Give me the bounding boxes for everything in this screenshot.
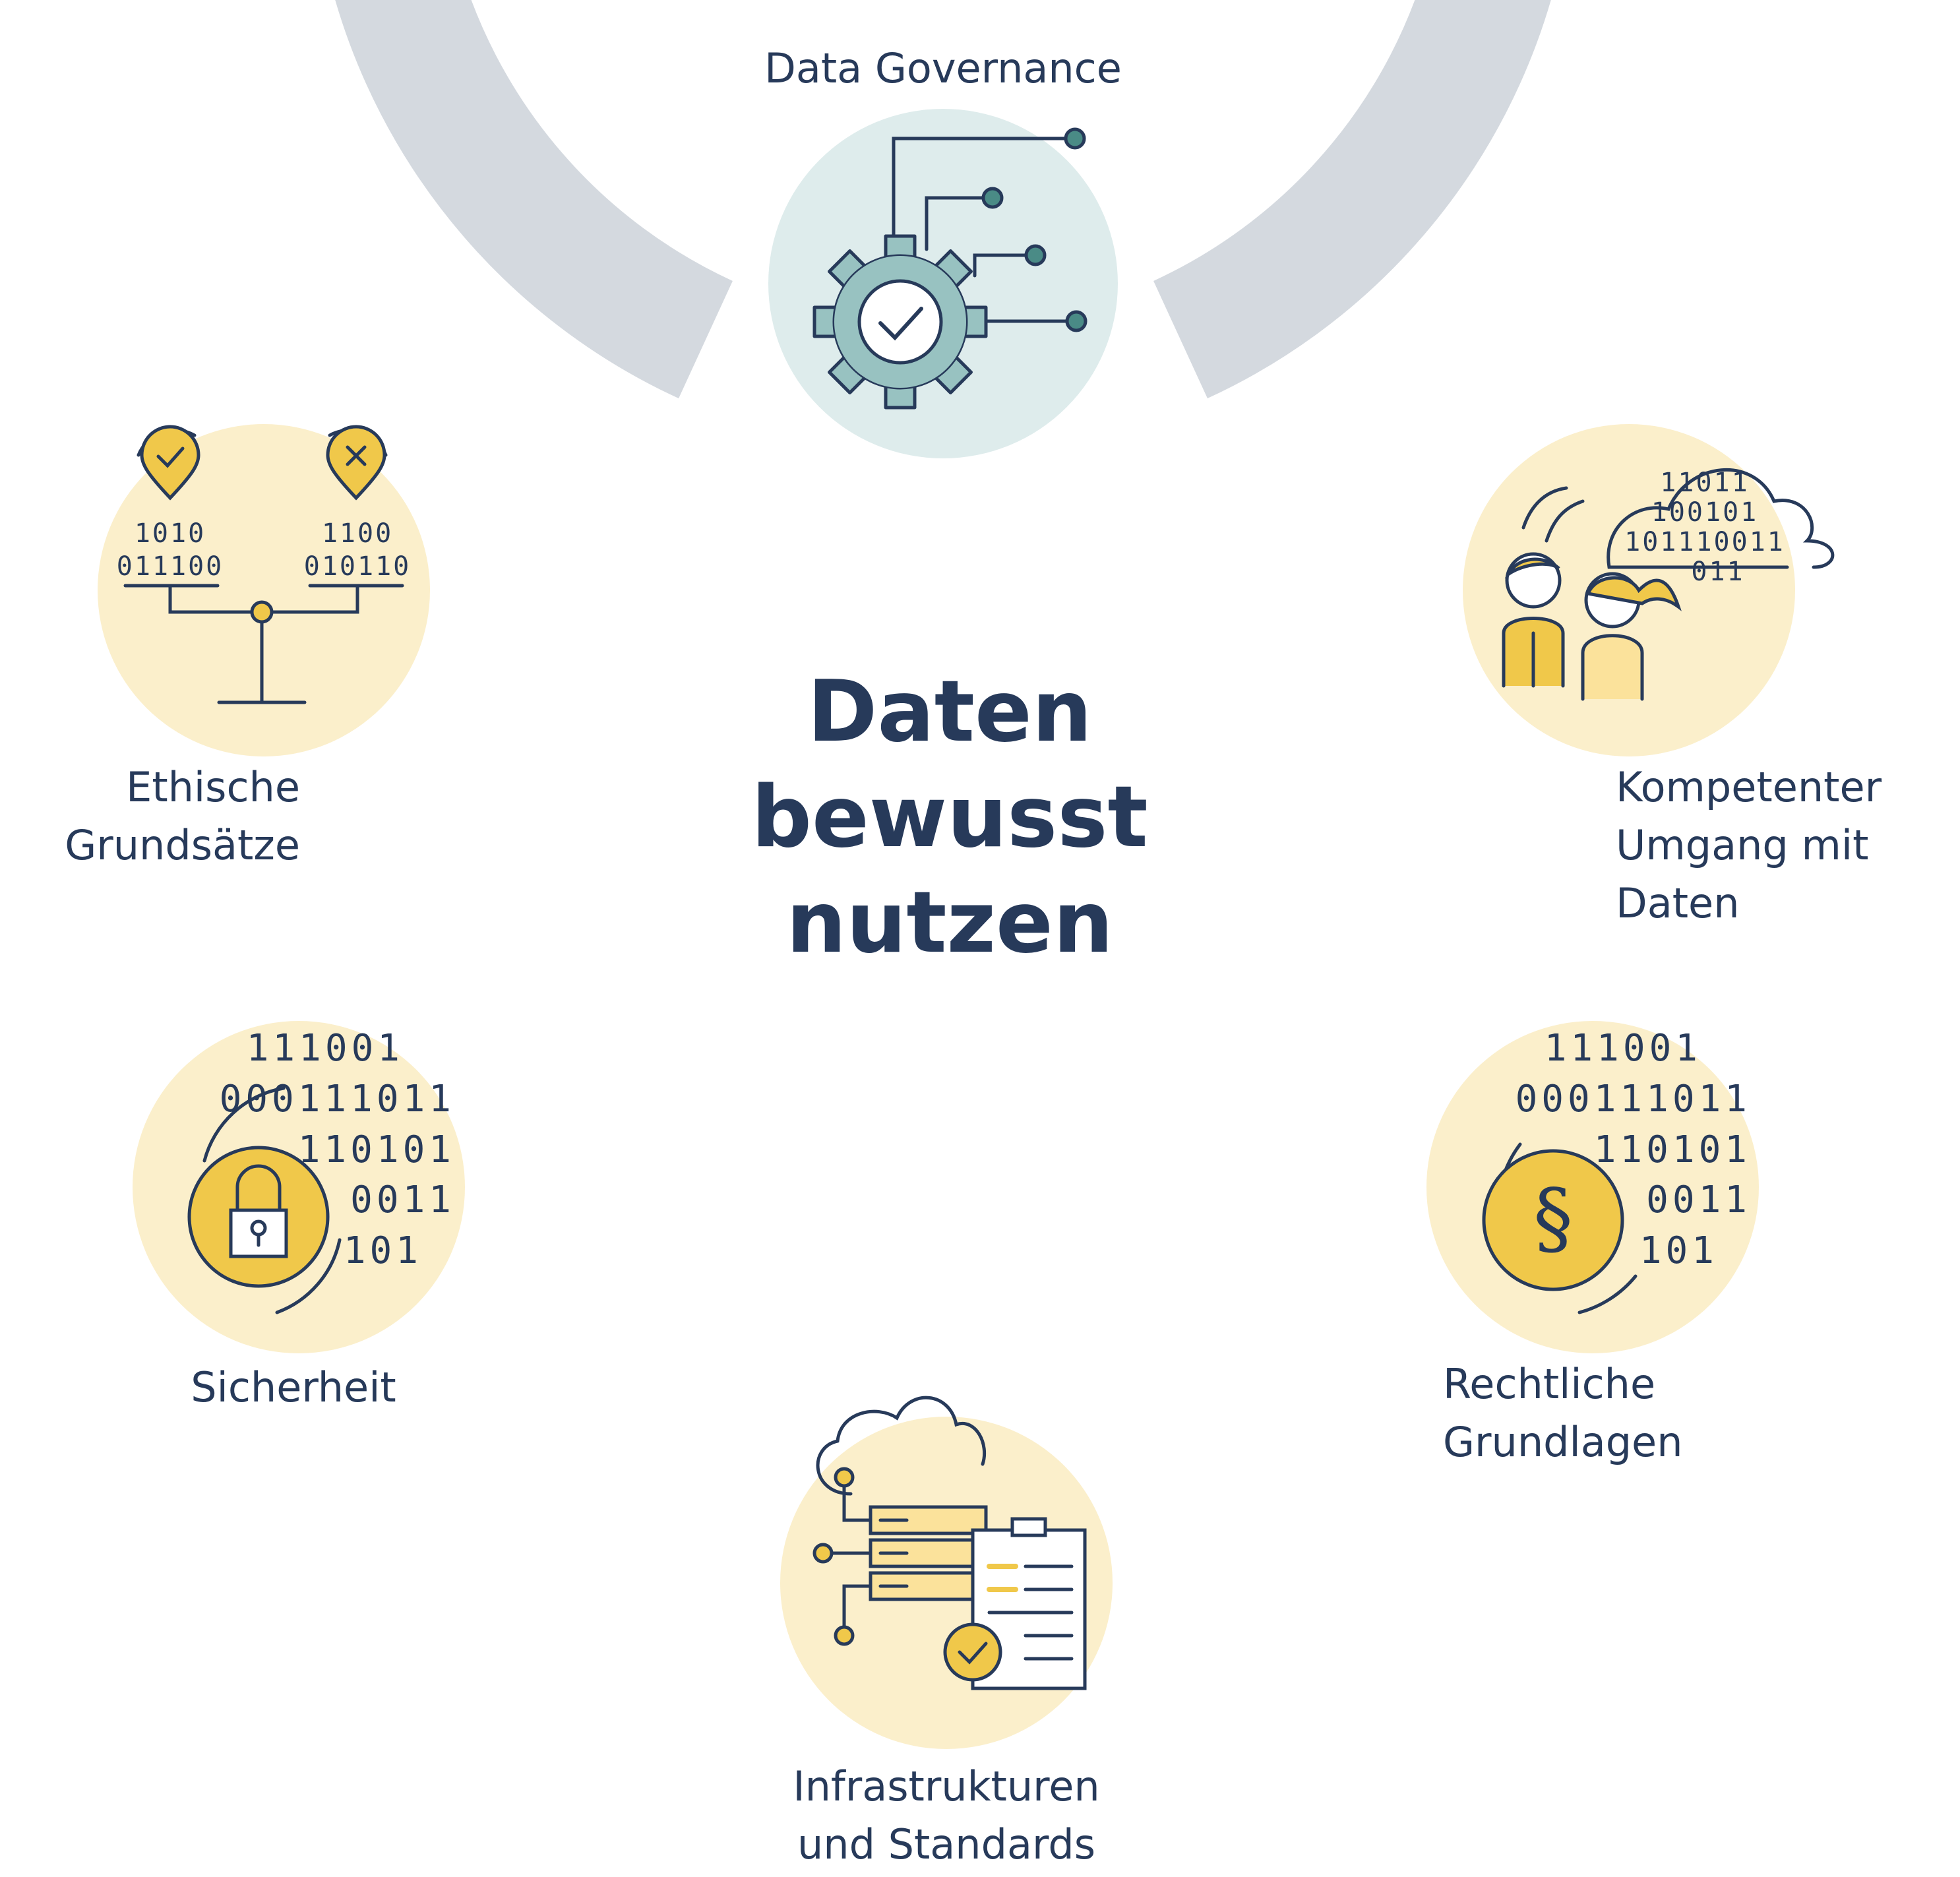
binary-cloud-2: 100101 [1651,497,1759,528]
gear-check-circuit-icon [812,127,1087,410]
binary-recht-1: 111001 [1545,1027,1701,1070]
label-kompetenter-line-2: Umgang mit [1616,821,1869,869]
node-sicherheit [133,1021,465,1353]
binary-scale-left-2: 011100 [117,551,224,582]
node-ethische-grundsaetze [98,424,430,756]
node-kompetenter-umgang [1463,424,1835,756]
binary-sicherheit-5: 101 [344,1229,422,1272]
label-infrastrukturen: Infrastrukturen und Standards [716,1758,1177,1874]
binary-sicherheit-2: 000111011 [220,1078,455,1121]
binary-sicherheit-1: 111001 [247,1027,404,1070]
binary-sicherheit-3: 110101 [298,1128,455,1171]
label-kompetenter-umgang: Kompetenter Umgang mit Daten [1616,758,1945,933]
label-sicherheit: Sicherheit [96,1359,491,1417]
binary-cloud-1: 11011 [1660,468,1749,498]
padlock-binary-icon [187,1086,342,1314]
binary-recht-3: 110101 [1594,1128,1751,1171]
label-infrastrukturen-line-2: und Standards [797,1820,1095,1868]
binary-recht-2: 000111011 [1516,1078,1751,1121]
binary-cloud-4: 011 [1691,557,1744,587]
balance-binary-icon [123,425,404,704]
people-binary-cloud-icon [1502,468,1835,701]
binary-scale-right-1: 1100 [322,518,393,549]
center-title-line-1: Daten [807,663,1092,761]
center-title: Daten bewusst nutzen [679,660,1220,976]
binary-scale-right-2: 010110 [304,551,412,582]
label-ethische-line-2: Grundsätze [65,821,300,869]
node-infrastrukturen [780,1396,1113,1749]
binary-scale-left-1: 1010 [135,518,206,549]
label-data-governance: Data Governance [712,40,1174,98]
node-rechtliche-grundlagen: § [1426,1021,1759,1353]
label-kompetenter-line-3: Daten [1616,879,1740,927]
inner-disc [439,347,1447,1355]
label-sicherheit-line-1: Sicherheit [191,1363,396,1411]
binary-recht-5: 101 [1639,1229,1718,1272]
binary-sicherheit-4: 0011 [350,1179,455,1221]
label-rechtliche-line-1: Rechtliche [1443,1360,1656,1408]
binary-recht-4: 0011 [1646,1179,1751,1221]
label-rechtliche-grundlagen: Rechtliche Grundlagen [1443,1355,1773,1471]
label-data-governance-line-1: Data Governance [764,44,1122,92]
label-ethische-line-1: Ethische [126,763,300,811]
label-infrastrukturen-line-1: Infrastrukturen [793,1762,1100,1810]
label-kompetenter-line-1: Kompetenter [1616,763,1882,811]
center-title-line-3: nutzen [786,874,1113,972]
binary-cloud-3: 101110011 [1624,527,1785,557]
center-title-line-2: bewusst [751,768,1148,867]
node-data-governance [768,109,1118,458]
paragraph-coin-binary-icon: § [1482,1142,1638,1314]
server-cloud-clipboard-icon [812,1396,1087,1690]
svg-text:§: § [1533,1173,1573,1264]
label-ethische-grundsaetze: Ethische Grundsätze [0,758,300,875]
label-rechtliche-line-2: Grundlagen [1443,1418,1683,1466]
